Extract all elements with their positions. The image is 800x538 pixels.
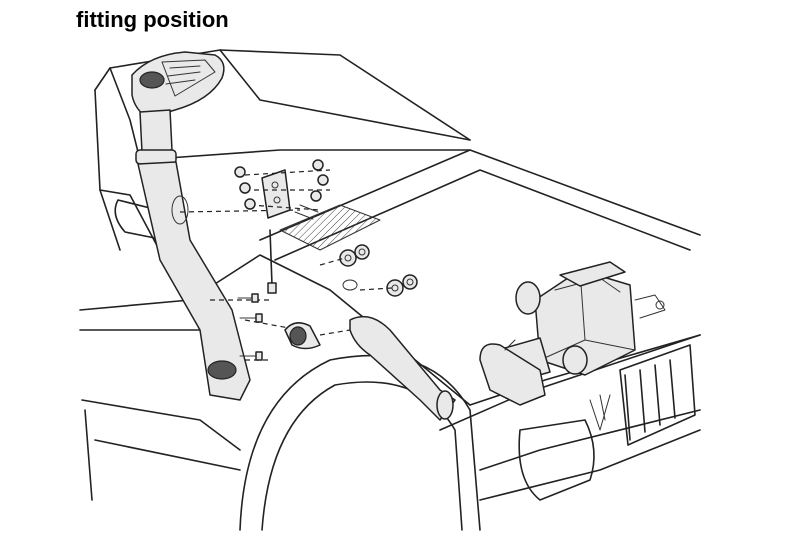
snorkel-body-tube: [137, 161, 251, 401]
diagram-title: fitting position: [76, 7, 229, 32]
cutout-hatch: [280, 205, 380, 250]
intake-hose: [284, 315, 456, 421]
mounting-bracket: [234, 159, 331, 220]
bolt-icon: [234, 159, 329, 220]
stud-icon: [237, 293, 263, 361]
air-box: [479, 261, 666, 406]
washer-icon: [319, 244, 418, 297]
snorkel: [131, 51, 301, 401]
